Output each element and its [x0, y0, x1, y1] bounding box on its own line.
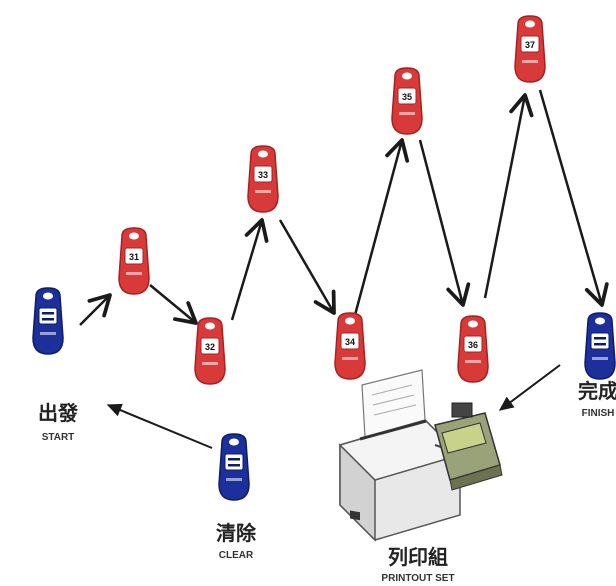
arrow-33-to-34	[278, 219, 336, 315]
finish-label-cn: 完成	[578, 379, 616, 403]
checkpoint-tags: 31 32 33 34 35 36 37	[32, 15, 616, 501]
tag-t33: 33	[247, 145, 279, 213]
tag-highlight	[226, 478, 242, 481]
tag-window-line	[594, 337, 606, 340]
arrow-clear-to-start	[106, 403, 213, 449]
tag-hole	[43, 292, 53, 300]
tag-t35: 35	[391, 67, 423, 135]
tag-clear	[218, 433, 250, 501]
tag-window	[200, 337, 220, 355]
tag-window-line	[42, 312, 54, 315]
tag-number: 31	[129, 252, 139, 262]
arrow-start-to-31	[79, 293, 112, 326]
printer-icon	[338, 369, 503, 542]
printer-label-en: PRINTOUT SET	[381, 573, 454, 584]
tag-hole	[345, 317, 355, 325]
tag-highlight	[399, 112, 415, 115]
tag-number: 33	[258, 170, 268, 180]
tag-window	[253, 165, 273, 183]
tag-highlight	[202, 362, 218, 365]
tag-window	[124, 247, 144, 265]
tag-window-line	[228, 458, 240, 461]
tag-t31: 31	[118, 227, 150, 295]
tag-window-line	[228, 464, 240, 467]
tag-number: 36	[468, 340, 478, 350]
arrow-finish-to-printer	[498, 364, 561, 411]
tag-t32: 32	[194, 317, 226, 385]
tag-hole	[205, 322, 215, 330]
tag-window-line	[42, 318, 54, 321]
labels: 出發 START 完成 FINISH 清除 CLEAR 列印組 PRINTOUT…	[38, 379, 616, 584]
clear-label-cn: 清除	[216, 521, 257, 545]
tag-hole	[129, 232, 139, 240]
tag-hole	[258, 150, 268, 158]
tag-highlight	[592, 357, 608, 360]
tag-window	[340, 332, 360, 350]
tag-hole	[229, 438, 239, 446]
printer-label-cn: 列印組	[388, 545, 448, 569]
clear-label-en: CLEAR	[219, 550, 254, 561]
start-label-en: START	[42, 432, 75, 443]
tag-highlight	[40, 332, 56, 335]
arrow-34-to-35	[353, 138, 410, 316]
tag-start	[32, 287, 64, 355]
tag-hole	[525, 20, 535, 28]
tag-window	[224, 453, 244, 471]
tag-highlight	[342, 357, 358, 360]
tag-number: 34	[345, 337, 355, 347]
arrow-35-to-36	[418, 139, 471, 307]
start-label-cn: 出發	[38, 401, 78, 425]
tag-t37: 37	[514, 15, 546, 83]
tag-window	[38, 307, 58, 325]
tag-highlight	[255, 190, 271, 193]
tag-window-line	[594, 343, 606, 346]
tag-highlight	[522, 60, 538, 63]
tag-t34: 34	[334, 312, 366, 380]
tag-highlight	[126, 272, 142, 275]
tag-number: 32	[205, 342, 215, 352]
tag-hole	[595, 317, 605, 325]
tag-number: 35	[402, 92, 412, 102]
arrow-31-to-32	[149, 284, 198, 325]
tag-window	[397, 87, 417, 105]
tag-window	[520, 35, 540, 53]
arrow-32-to-33	[230, 218, 269, 321]
tag-t36: 36	[457, 315, 489, 383]
tag-number: 37	[525, 40, 535, 50]
tag-finish	[584, 312, 616, 380]
tag-highlight	[465, 360, 481, 363]
tag-hole	[468, 320, 478, 328]
tag-window	[463, 335, 483, 353]
arrow-36-to-37	[483, 93, 534, 299]
tag-hole	[402, 72, 412, 80]
finish-label-en: FINISH	[582, 408, 615, 419]
route-arrows	[79, 89, 609, 449]
tag-window	[590, 332, 610, 350]
arrow-37-to-finish	[538, 89, 609, 307]
